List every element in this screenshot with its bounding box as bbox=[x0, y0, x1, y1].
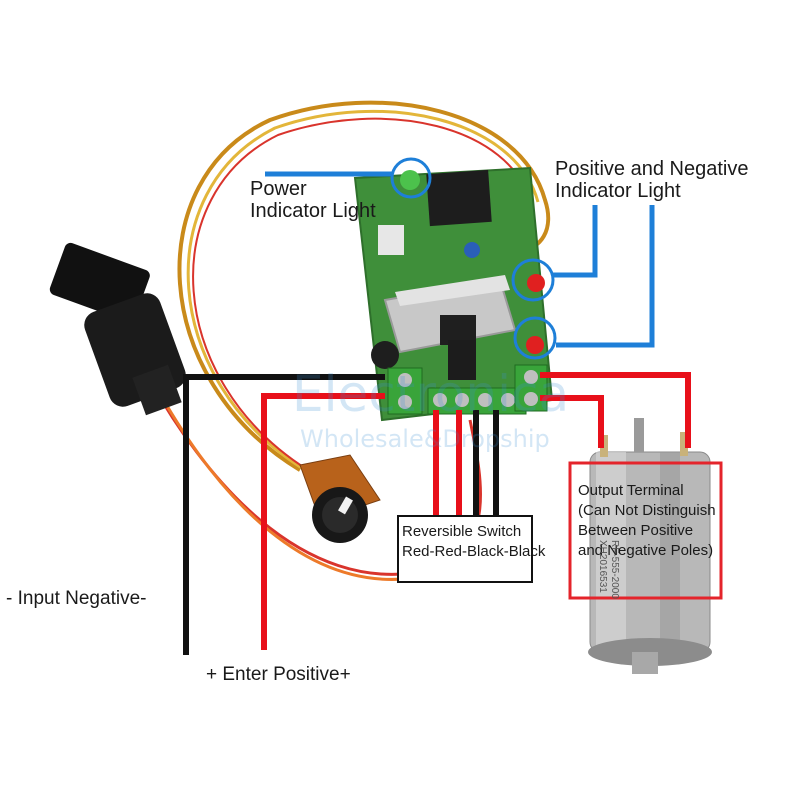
direction-led-bottom bbox=[526, 336, 544, 354]
watermark-tagline: Wholesale&Dropship bbox=[300, 425, 550, 453]
input-negative-wire bbox=[183, 374, 385, 655]
power-callout-circle bbox=[390, 157, 432, 199]
power-led bbox=[400, 170, 420, 190]
reversible-switch-box bbox=[397, 515, 533, 583]
reversible-switch-label: Reversible Switch Red-Red-Black-Black bbox=[402, 523, 546, 560]
pos-callout-line-2 bbox=[556, 205, 655, 348]
output-wire-2 bbox=[540, 395, 604, 448]
watermark-brand: Electronica bbox=[292, 365, 570, 423]
potentiometer bbox=[299, 454, 381, 543]
dc-motor bbox=[588, 418, 712, 674]
direction-led-top bbox=[527, 274, 545, 292]
output-terminal-highlight bbox=[568, 461, 723, 600]
pos-callout-circle-bottom bbox=[513, 316, 557, 360]
output-wire-1 bbox=[540, 372, 691, 448]
power-indicator-label: Power Indicator Light bbox=[250, 178, 376, 222]
input-terminal-block bbox=[387, 367, 423, 415]
motor-printed-text: RF-555-2000 XH2016531 bbox=[597, 540, 620, 599]
input-positive-wire bbox=[261, 393, 385, 650]
controller-pcb bbox=[353, 166, 554, 422]
pos-callout-line-1 bbox=[552, 205, 598, 278]
enter-positive-label: + Enter Positive+ bbox=[206, 664, 351, 685]
pot-wire-loop bbox=[177, 100, 551, 472]
input-negative-label: - Input Negative- bbox=[6, 588, 147, 609]
pos-neg-indicator-label: Positive and Negative Indicator Light bbox=[555, 158, 749, 202]
pos-callout-circle-top bbox=[511, 258, 555, 302]
output-terminal-label: Output Terminal (Can Not Distinguish Bet… bbox=[578, 482, 716, 559]
switch-terminal-block bbox=[427, 387, 527, 415]
rocker-switch-body bbox=[49, 242, 186, 416]
